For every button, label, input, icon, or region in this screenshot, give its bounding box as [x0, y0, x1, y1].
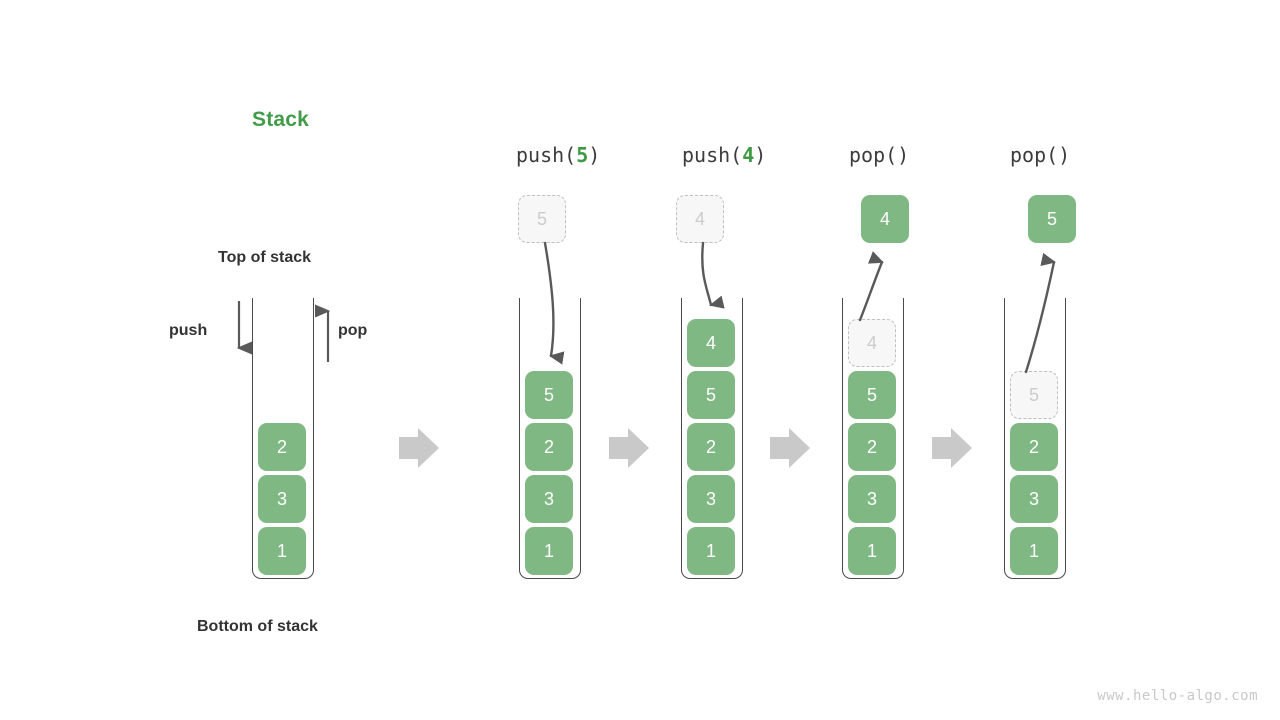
floating-ghost-cell: 5 [518, 195, 566, 243]
stack-ghost-cell: 4 [848, 319, 896, 367]
op-text-arg: 5 [576, 143, 589, 167]
floating-ghost-cell: 4 [676, 195, 724, 243]
push-label: push [169, 322, 208, 339]
stack-cell: 3 [1010, 475, 1058, 523]
stack-cell: 3 [525, 475, 573, 523]
floating-popped-cell: 4 [861, 195, 909, 243]
operation-caption-push-5: push(5) [516, 143, 600, 167]
step-arrow-icon [932, 428, 972, 468]
stack-cell: 3 [848, 475, 896, 523]
stack-cell: 1 [687, 527, 735, 575]
stack-cell: 4 [687, 319, 735, 367]
step-arrow-icon [770, 428, 810, 468]
op-text-prefix: push( [682, 143, 743, 167]
op-text-prefix: push( [516, 143, 577, 167]
stack-cell: 5 [687, 371, 735, 419]
stack-cell: 2 [1010, 423, 1058, 471]
stack-cell: 1 [525, 527, 573, 575]
bottom-of-stack-label: Bottom of stack [197, 618, 318, 635]
stack-cell: 2 [258, 423, 306, 471]
stack-cell: 1 [258, 527, 306, 575]
operation-caption-pop-2: pop() [1010, 143, 1070, 167]
step-arrow-icon [609, 428, 649, 468]
op-text-suffix: ) [754, 143, 767, 167]
stack-cell: 5 [848, 371, 896, 419]
motion-arrow-push-4 [701, 241, 725, 309]
stack-cell: 3 [258, 475, 306, 523]
stack-cell: 3 [687, 475, 735, 523]
top-of-stack-label: Top of stack [218, 249, 312, 266]
floating-popped-cell: 5 [1028, 195, 1076, 243]
watermark: www.hello-algo.com [1097, 688, 1258, 704]
stack-ghost-cell: 5 [1010, 371, 1058, 419]
stack-cell: 2 [848, 423, 896, 471]
stack-cell: 5 [525, 371, 573, 419]
operation-caption-push-4: push(4) [682, 143, 766, 167]
operation-caption-pop-1: pop() [849, 143, 909, 167]
op-text-arg: 4 [742, 143, 755, 167]
stack-cell: 1 [1010, 527, 1058, 575]
op-text-prefix: pop() [1010, 143, 1071, 167]
op-text-suffix: ) [588, 143, 601, 167]
step-arrow-icon [399, 428, 439, 468]
stack-cell: 2 [687, 423, 735, 471]
stack-cell: 1 [848, 527, 896, 575]
stack-cell: 2 [525, 423, 573, 471]
diagram-title: Stack [252, 108, 310, 131]
pop-label: pop [338, 322, 368, 339]
op-text-prefix: pop() [849, 143, 910, 167]
